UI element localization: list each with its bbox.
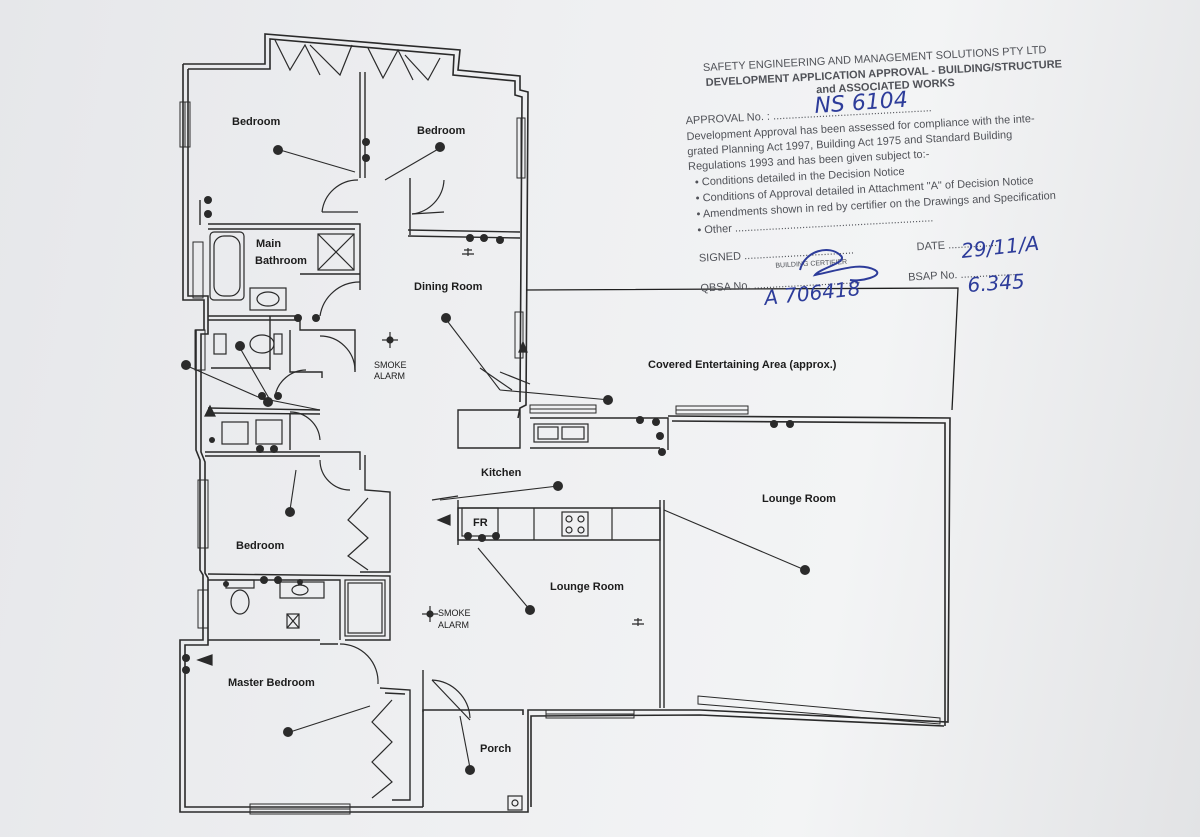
light-points	[181, 138, 810, 775]
stamp-date-label: DATE ................	[916, 237, 997, 253]
room-label-main-bathroom-2: Bathroom	[255, 255, 307, 267]
covered-area-outline	[525, 287, 959, 411]
room-label-bedroom-nw: Bedroom	[232, 116, 281, 128]
windows	[179, 101, 941, 815]
room-label-master: Master Bedroom	[228, 677, 315, 689]
stamp-certifier-label: BUILDING CERTIFIER	[775, 259, 847, 270]
room-label-dining: Dining Room	[414, 281, 483, 293]
room-label-porch: Porch	[480, 743, 511, 755]
smoke-alarm-label-2a: SMOKE	[438, 608, 471, 618]
stamp-bsap-label: BSAP No. ...................	[908, 266, 1019, 284]
fridge-label: FR	[473, 517, 488, 529]
handwritten-bsap-number: 6.345	[967, 269, 1026, 297]
handwritten-date: 29/11/A	[960, 231, 1040, 263]
room-label-lounge: Lounge Room	[550, 581, 624, 593]
room-label-covered-area: Covered Entertaining Area (approx.)	[648, 359, 837, 371]
fixtures	[196, 231, 644, 811]
smoke-alarm-label-1b: ALARM	[374, 371, 405, 381]
room-label-kitchen: Kitchen	[481, 467, 522, 479]
room-label-main-bathroom-1: Main	[256, 238, 281, 250]
smoke-alarm-label-1a: SMOKE	[374, 360, 407, 370]
signature	[799, 249, 879, 282]
electrical-wiring	[184, 147, 806, 769]
room-label-bedroom-n: Bedroom	[417, 125, 466, 137]
room-labels: Bedroom Bedroom Main Bathroom Dining Roo…	[228, 116, 837, 755]
exterior-walls	[179, 33, 951, 813]
smoke-alarm-label-2b: ALARM	[438, 620, 469, 630]
room-label-lounge-east: Lounge Room	[762, 493, 836, 505]
room-label-bedroom-w: Bedroom	[236, 540, 285, 552]
interior-walls	[199, 72, 669, 801]
